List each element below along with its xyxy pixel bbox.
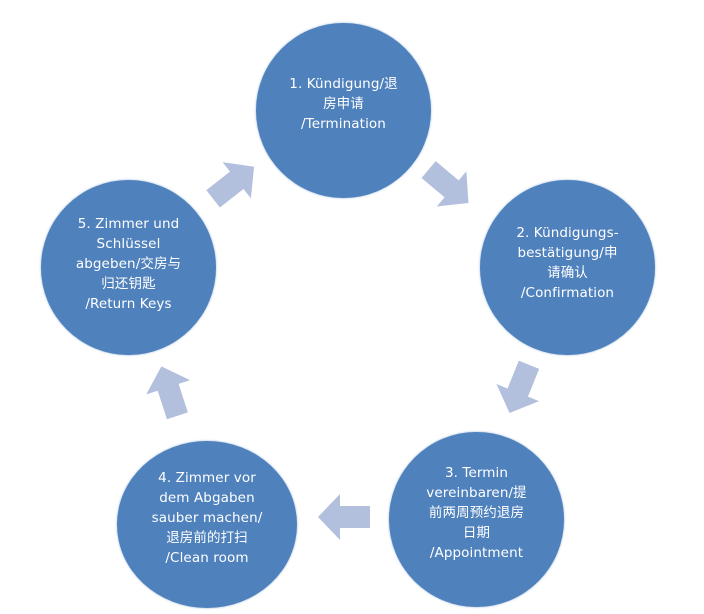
step-5-line: 5. Zimmer und [77,215,180,232]
step-3-label: 3. Termin vereinbaren/提 前两周预约退房 日期 /Appo… [426,463,526,563]
step-3-line: 日期 [462,524,491,541]
arrow-left-icon [318,494,370,540]
step-2-line: 2. Kündigungs- [516,224,619,241]
step-1-termination: 1. Kündigung/退 房申请 /Termination [256,23,431,198]
step-5-return-keys: 5. Zimmer und Schlüssel abgeben/交房与 归还钥匙… [41,180,216,355]
arrow-up-left-icon [146,366,191,420]
step-4-line: dem Abgaben [159,489,255,506]
step-2-line: 请确认 [547,264,588,281]
step-1-line: 房申请 [323,95,364,112]
step-4-clean-room: 4. Zimmer vor dem Abgaben sauber machen/… [117,441,297,608]
step-4-line: /Clean room [165,549,249,566]
step-3-line: vereinbaren/提 [426,484,527,501]
step-5-line: abgeben/交房与 [75,255,182,272]
step-5-line: Schlüssel [96,235,161,252]
step-1-label: 1. Kündigung/退 房申请 /Termination [289,74,397,134]
step-4-line: sauber machen/ [151,509,263,526]
arrow-down-right-icon [421,161,469,207]
step-5-line: /Return Keys [85,295,172,312]
step-4-label: 4. Zimmer vor dem Abgaben sauber machen/… [152,468,263,568]
step-3-line: 前两周预约退房 [428,504,525,521]
step-2-line: /Confirmation [520,284,615,301]
step-1-line: 1. Kündigung/退 [289,75,398,92]
step-2-label: 2. Kündigungs- bestätigung/申 请确认 /Confir… [516,223,618,303]
arrow-down-left-icon [496,360,540,413]
step-3-appointment: 3. Termin vereinbaren/提 前两周预约退房 日期 /Appo… [389,432,564,607]
step-2-confirmation: 2. Kündigungs- bestätigung/申 请确认 /Confir… [480,180,655,355]
step-3-line: /Appointment [429,544,524,561]
step-2-line: bestätigung/申 [517,244,618,261]
step-3-line: 3. Termin [444,464,509,481]
step-4-line: 退房前的打扫 [166,529,248,546]
arrow-up-right-icon [206,162,255,208]
step-5-label: 5. Zimmer und Schlüssel abgeben/交房与 归还钥匙… [76,214,181,314]
step-4-line: 4. Zimmer vor [158,469,256,486]
step-5-line: 归还钥匙 [101,275,156,292]
step-1-line: /Termination [301,115,386,132]
